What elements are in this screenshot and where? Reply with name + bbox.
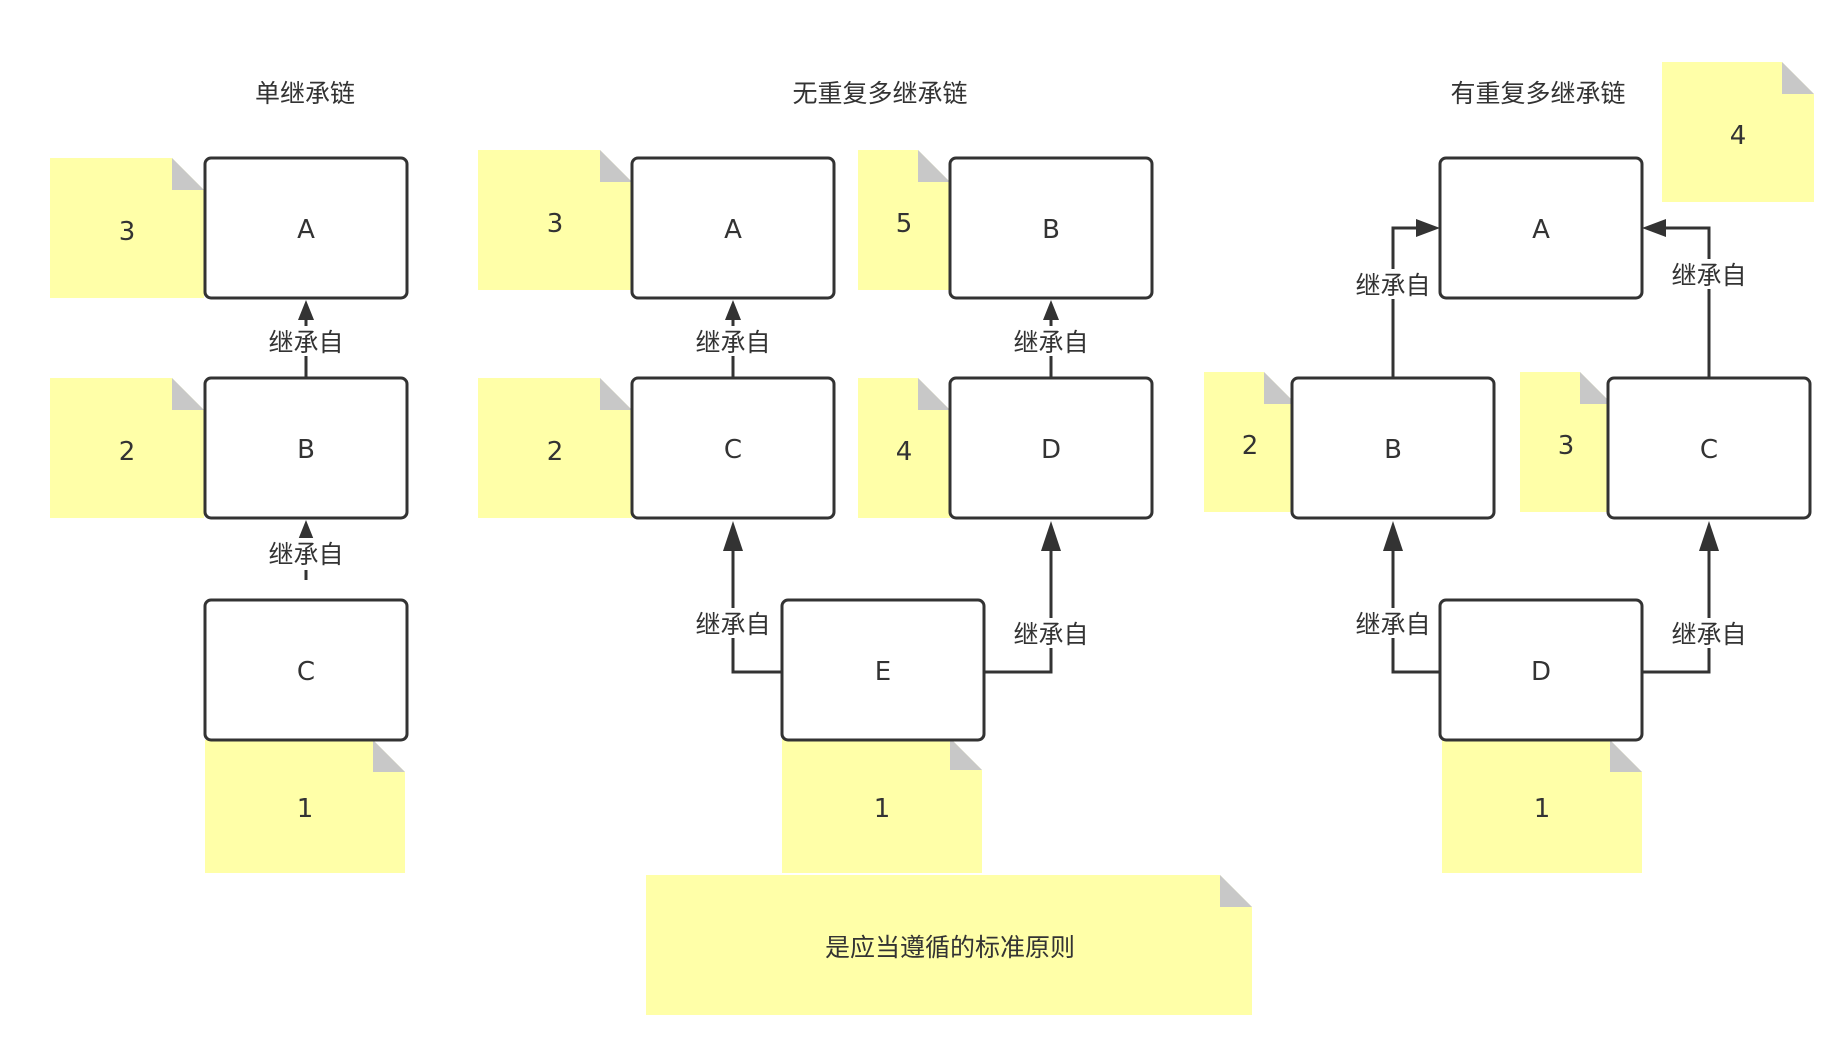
edge-multi-e-to-d[interactable]: 继承自 [984, 521, 1091, 674]
edge-label: 继承自 [695, 328, 770, 357]
edge-single-b-to-a[interactable]: 继承自 [266, 300, 346, 378]
svg-text:D: D [1531, 657, 1551, 687]
svg-text:B: B [1384, 435, 1402, 465]
edge-label: 继承自 [1355, 610, 1430, 639]
svg-text:2: 2 [119, 437, 136, 467]
edge-multi-c-to-a[interactable]: 继承自 [693, 300, 773, 378]
note-single-c[interactable]: 1 [205, 740, 405, 873]
edge-label: 继承自 [1671, 620, 1746, 649]
node-repeat-d[interactable]: D [1438, 598, 1644, 742]
note-repeat-c[interactable]: 3 [1520, 372, 1612, 512]
svg-text:3: 3 [1558, 431, 1575, 461]
svg-text:4: 4 [896, 437, 913, 467]
note-multi-a[interactable]: 3 [478, 150, 632, 290]
note-multi-b[interactable]: 5 [858, 150, 950, 290]
svg-text:C: C [297, 657, 315, 687]
edge-label: 继承自 [695, 610, 770, 639]
svg-text:B: B [1042, 215, 1060, 245]
note-single-a[interactable]: 3 [50, 158, 204, 298]
note-multi-e[interactable]: 1 [782, 738, 982, 873]
svg-text:D: D [1041, 435, 1061, 465]
note-repeat-a[interactable]: 4 [1662, 62, 1814, 202]
node-single-c[interactable]: C [203, 598, 409, 742]
svg-text:E: E [875, 657, 891, 687]
edge-label: 继承自 [1013, 328, 1088, 357]
note-repeat-b[interactable]: 2 [1204, 372, 1296, 512]
node-repeat-c[interactable]: C [1606, 376, 1812, 520]
edge-label: 继承自 [268, 540, 343, 569]
note-multi-d[interactable]: 4 [858, 378, 950, 518]
note-principle[interactable]: 是应当遵循的标准原则 [646, 875, 1252, 1015]
svg-text:1: 1 [297, 794, 314, 824]
note-single-b[interactable]: 2 [50, 378, 204, 518]
edge-repeat-d-to-b[interactable]: 继承自 [1353, 521, 1440, 674]
note-repeat-d[interactable]: 1 [1442, 740, 1642, 873]
svg-text:3: 3 [547, 209, 564, 239]
svg-text:2: 2 [1242, 431, 1259, 461]
node-repeat-b[interactable]: B [1290, 376, 1496, 520]
edge-repeat-b-to-a[interactable]: 继承自 [1353, 219, 1440, 378]
edge-repeat-c-to-a[interactable]: 继承自 [1642, 219, 1749, 378]
svg-text:3: 3 [119, 217, 136, 247]
principle-text: 是应当遵循的标准原则 [825, 933, 1075, 962]
edge-label: 继承自 [1671, 261, 1746, 290]
node-multi-e[interactable]: E [780, 598, 986, 742]
title-multi-repeat: 有重复多继承链 [1450, 79, 1625, 108]
svg-text:A: A [724, 215, 742, 245]
title-single: 单继承链 [255, 79, 355, 108]
node-multi-b[interactable]: B [948, 156, 1154, 300]
edge-label: 继承自 [1013, 620, 1088, 649]
edge-repeat-d-to-c[interactable]: 继承自 [1642, 521, 1749, 674]
note-multi-c[interactable]: 2 [478, 378, 632, 518]
edge-label: 继承自 [268, 328, 343, 357]
svg-text:B: B [297, 435, 315, 465]
edge-single-c-to-b[interactable]: 继承自 [266, 520, 346, 580]
node-repeat-a[interactable]: A [1438, 156, 1644, 300]
edge-multi-e-to-c[interactable]: 继承自 [693, 521, 782, 674]
svg-text:1: 1 [1534, 794, 1551, 824]
node-single-b[interactable]: B [203, 376, 409, 520]
svg-text:C: C [724, 435, 742, 465]
edge-multi-d-to-b[interactable]: 继承自 [1011, 300, 1091, 378]
svg-text:A: A [1532, 215, 1550, 245]
svg-text:2: 2 [547, 437, 564, 467]
node-multi-a[interactable]: A [630, 156, 836, 300]
edge-label: 继承自 [1355, 271, 1430, 300]
node-multi-d[interactable]: D [948, 376, 1154, 520]
node-multi-c[interactable]: C [630, 376, 836, 520]
title-multi-no-repeat: 无重复多继承链 [792, 79, 967, 108]
svg-text:4: 4 [1730, 121, 1747, 151]
svg-text:5: 5 [896, 209, 913, 239]
svg-text:C: C [1700, 435, 1718, 465]
svg-text:A: A [297, 215, 315, 245]
node-single-a[interactable]: A [203, 156, 409, 300]
svg-text:1: 1 [874, 794, 891, 824]
